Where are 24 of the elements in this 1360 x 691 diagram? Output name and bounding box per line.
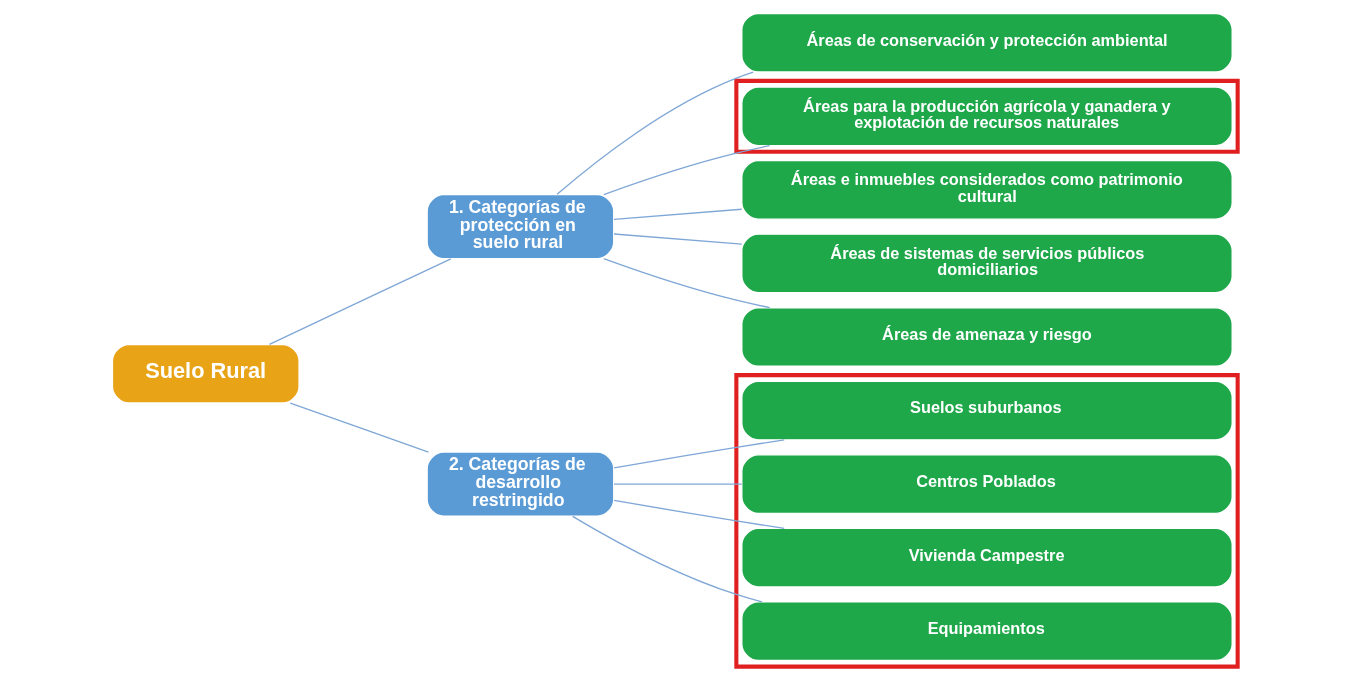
connector: [571, 515, 763, 603]
node-box: 1. Categorías de protección en suelo rural: [425, 193, 614, 260]
node-box: Áreas e inmuebles considerados como patrimonio cultural: [740, 159, 1233, 220]
connector: [289, 402, 429, 453]
node-box: Equipamientos: [740, 601, 1233, 662]
cluster: [733, 78, 1240, 154]
node-box: Áreas de conservación y protección ambiental: [740, 12, 1233, 73]
node-box: Suelos suburbanos: [740, 380, 1233, 441]
node-box: Centros Poblados: [740, 454, 1233, 515]
connector: [612, 233, 742, 245]
connector: [602, 258, 770, 309]
node-box: Áreas para la producción agrícola y ganadera y explotación de recursos naturales: [740, 86, 1233, 147]
node-box: Áreas de sistemas de servicios públicos domiciliarios: [740, 233, 1233, 294]
node-box: Vivienda Campestre: [740, 527, 1233, 588]
cluster: [733, 373, 1240, 669]
node-box: Áreas de amenaza y riesgo: [740, 307, 1233, 367]
connector: [612, 208, 742, 220]
node-box: Suelo Rural: [111, 343, 300, 404]
connector: [612, 499, 785, 530]
connector: [602, 145, 770, 196]
connector: [268, 258, 452, 345]
node-box: 2. Categorías de desarrollo restringido: [425, 451, 614, 517]
connector: [612, 483, 742, 485]
connector: [555, 71, 754, 196]
